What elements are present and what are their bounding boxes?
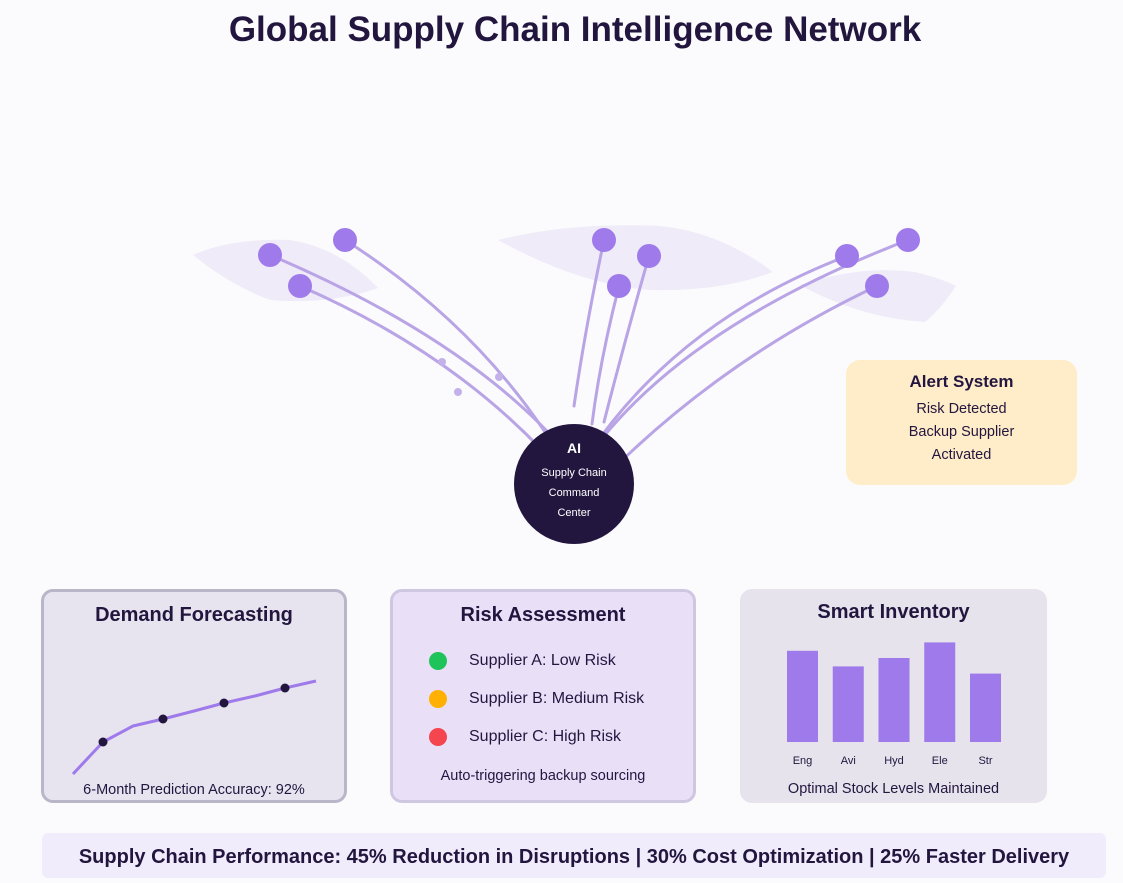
demand-caption: 6-Month Prediction Accuracy: 92% — [83, 782, 305, 798]
risk-caption: Auto-triggering backup sourcing — [440, 768, 646, 784]
inventory-bar-label: Avi — [840, 755, 856, 767]
hub-label-line3: Command — [549, 487, 600, 499]
page-title: Global Supply Chain Intelligence Network — [228, 10, 922, 49]
supplier-node[interactable] — [258, 243, 282, 267]
inventory-bar-label: Ele — [931, 755, 948, 767]
region-west — [193, 239, 378, 302]
network-edge — [572, 238, 606, 408]
forecast-point — [219, 698, 229, 708]
medium-risk-indicator — [429, 690, 447, 708]
alert-line-3: Activated — [931, 447, 992, 463]
hub-label-line2: Supply Chain — [541, 467, 606, 479]
smart-inventory-card[interactable]: Smart Inventory Eng Avi Hyd Ele Str Optimal … — [740, 589, 1047, 803]
alert-line-2: Backup Supplier — [908, 424, 1015, 440]
network-edge — [343, 238, 547, 434]
supplier-node[interactable] — [835, 244, 859, 268]
edge-marker — [495, 373, 503, 381]
demand-title: Demand Forecasting — [95, 604, 293, 626]
inventory-bar — [924, 642, 956, 742]
risk-row-supplier-a[interactable]: Supplier A: Low Risk — [429, 649, 616, 673]
high-risk-indicator — [429, 728, 447, 746]
supplier-node[interactable] — [896, 228, 920, 252]
inventory-bar-label: Str — [978, 755, 993, 767]
inventory-caption: Optimal Stock Levels Maintained — [787, 781, 1000, 797]
risk-row-supplier-c[interactable]: Supplier C: High Risk — [429, 725, 621, 749]
alert-panel: Alert System Risk Detected Backup Suppli… — [846, 360, 1077, 485]
forecast-line — [71, 679, 317, 776]
inventory-bar — [832, 666, 864, 742]
alert-line-1: Risk Detected — [916, 401, 1007, 417]
forecast-point — [280, 683, 290, 693]
risk-row-supplier-b[interactable]: Supplier B: Medium Risk — [429, 687, 644, 711]
inventory-bar — [970, 673, 1001, 742]
network-diagram: AI Supply Chain Command Center — [193, 225, 956, 544]
supplier-node[interactable] — [637, 244, 661, 268]
performance-banner: Supply Chain Performance: 45% Reduction … — [42, 833, 1106, 878]
forecast-point — [98, 737, 108, 747]
network-edge — [590, 284, 621, 426]
risk-label: Supplier B: Medium Risk — [469, 690, 645, 707]
supplier-node[interactable] — [288, 274, 312, 298]
alert-title: Alert System — [909, 372, 1014, 391]
inventory-bar-label: Hyd — [884, 755, 904, 767]
network-edge — [598, 284, 879, 484]
low-risk-indicator — [429, 652, 447, 670]
inventory-bar — [878, 658, 910, 742]
edge-marker — [454, 388, 462, 396]
hub-label-line4: Center — [557, 507, 590, 519]
command-center-hub[interactable] — [514, 424, 634, 544]
forecast-point — [158, 714, 168, 724]
risk-label: Supplier C: High Risk — [469, 728, 622, 745]
inventory-bar — [787, 650, 818, 742]
supplier-node[interactable] — [592, 228, 616, 252]
forecast-chart — [71, 679, 317, 776]
risk-title: Risk Assessment — [460, 604, 626, 626]
risk-label: Supplier A: Low Risk — [469, 652, 616, 669]
edge-marker — [438, 358, 446, 366]
inventory-bar-label: Eng — [792, 755, 813, 767]
inventory-title: Smart Inventory — [817, 601, 970, 623]
network-edge — [602, 254, 651, 424]
hub-label-ai: AI — [567, 440, 581, 456]
demand-forecasting-card[interactable]: Demand Forecasting 6-Month Prediction Ac… — [41, 589, 347, 803]
inventory-bar-chart — [787, 642, 1001, 742]
supplier-node[interactable] — [865, 274, 889, 298]
region-central — [498, 225, 773, 291]
supplier-node[interactable] — [333, 228, 357, 252]
supplier-node[interactable] — [607, 274, 631, 298]
risk-assessment-card[interactable]: Risk Assessment Supplier A: Low Risk Sup… — [390, 589, 696, 803]
network-edge — [588, 254, 849, 454]
